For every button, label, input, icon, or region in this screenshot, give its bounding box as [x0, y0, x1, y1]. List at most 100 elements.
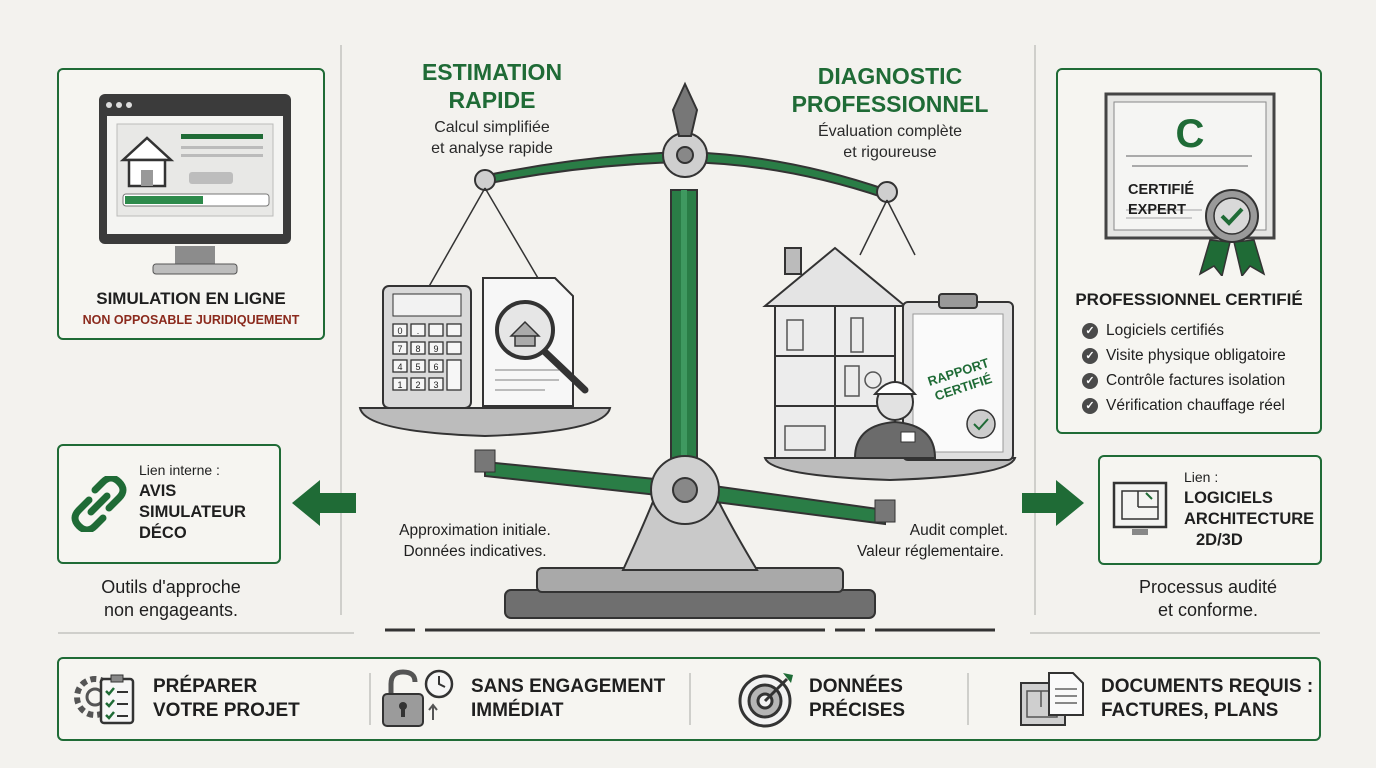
calc-key-4: 4 — [397, 362, 402, 372]
certificate-icon — [1104, 92, 1276, 276]
left-caption-line2: non engageants. — [103, 600, 239, 620]
architecture-link-target[interactable]: LOGICIELS ARCHITECTURE 2D/3D — [1184, 488, 1314, 551]
simulation-title: SIMULATION EN LIGNE — [96, 289, 286, 308]
internal-link-card[interactable]: Lien interne : AVIS SIMULATEUR DÉCO — [57, 444, 281, 564]
checklist-item: ✓ Vérification chauffage réel — [1082, 393, 1286, 418]
calc-key-0: 0 — [397, 326, 402, 336]
checklist-item-label: Vérification chauffage réel — [1106, 396, 1285, 414]
calc-key-5: 5 — [415, 362, 420, 372]
calc-key-2: 2 — [415, 380, 420, 390]
left-caption: Outils d'approche non engageants. — [58, 576, 284, 622]
certified-professional-card: C CERTIFIÉ EXPERT PROFESSIONNEL CERTIFIÉ… — [1056, 68, 1322, 434]
divider-left — [340, 45, 342, 615]
bottom-item-line2: PRÉCISES — [809, 700, 906, 721]
diagnostic-note-line2: Valeur réglementaire. — [856, 543, 1004, 560]
check-icon: ✓ — [1082, 347, 1098, 364]
bottom-item-label: PRÉPARER VOTRE PROJET — [153, 675, 300, 723]
estimation-note: Approximation initiale. Données indicati… — [380, 520, 570, 562]
estimation-title-line2: RAPIDE — [448, 87, 536, 113]
chain-link-icon — [71, 476, 127, 532]
bottom-item-label: DONNÉES PRÉCISES — [809, 675, 905, 723]
bottom-item-no-commitment: SANS ENGAGEMENT IMMÉDIAT — [381, 659, 665, 739]
computer-monitor-icon — [99, 94, 291, 275]
bottom-item-label: DOCUMENTS REQUIS : FACTURES, PLANS — [1101, 675, 1313, 723]
diagnostic-title-line1: DIAGNOSTIC — [817, 63, 963, 89]
calc-key-3: 3 — [433, 380, 438, 390]
calc-key-9: 9 — [433, 344, 438, 354]
diagnostic-desc-line2: et rigoureuse — [843, 144, 937, 161]
bottom-separator — [369, 673, 371, 725]
checklist-item: ✓ Logiciels certifiés — [1082, 318, 1286, 343]
estimation-title-line1: ESTIMATION — [421, 59, 563, 85]
bottom-separator — [689, 673, 691, 725]
padlock-clock-icon — [382, 669, 454, 727]
simulation-card: SIMULATION EN LIGNE NON OPPOSABLE JURIDI… — [57, 68, 325, 340]
checklist-item: ✓ Visite physique obligatoire — [1082, 343, 1286, 368]
divider-bottom-left — [58, 632, 354, 634]
check-icon: ✓ — [1082, 397, 1098, 414]
bottom-item-label: SANS ENGAGEMENT IMMÉDIAT — [471, 675, 665, 723]
bottom-item-line1: DONNÉES — [809, 676, 903, 697]
certified-title: PROFESSIONNEL CERTIFIÉ — [1075, 290, 1303, 309]
target-icon — [738, 673, 793, 728]
bottom-item-line2: IMMÉDIAT — [471, 700, 564, 721]
right-caption-line2: et conforme. — [1157, 600, 1259, 620]
internal-link-line3: DÉCO — [139, 524, 187, 542]
bottom-item-line1: DOCUMENTS REQUIS : — [1101, 676, 1314, 697]
calc-key-dot: . — [417, 326, 420, 336]
internal-link-line1: AVIS — [139, 482, 177, 500]
internal-link-label: Lien interne : — [139, 462, 220, 478]
bottom-item-line1: SANS ENGAGEMENT — [471, 676, 666, 697]
check-icon: ✓ — [1082, 322, 1098, 339]
certificate-text-line2: EXPERT — [1128, 202, 1187, 218]
estimation-note-line1: Approximation initiale. — [399, 522, 551, 539]
calc-key-6: 6 — [433, 362, 438, 372]
simulation-disclaimer: NON OPPOSABLE JURIDIQUEMENT — [82, 313, 300, 327]
bottom-item-line2: FACTURES, PLANS — [1101, 700, 1279, 721]
gear-checklist-icon — [74, 674, 135, 725]
internal-link-line2: SIMULATEUR — [139, 503, 246, 521]
certificate-text: CERTIFIÉ EXPERT — [1128, 180, 1194, 220]
checklist-item-label: Visite physique obligatoire — [1106, 346, 1286, 364]
bottom-item-precise-data: DONNÉES PRÉCISES — [737, 659, 905, 739]
diagnostic-title-line2: PROFESSIONNEL — [791, 91, 989, 117]
bottom-separator — [967, 673, 969, 725]
balance-scale-illustration: 7 8 9 4 5 6 1 2 3 0 . RAPPORT CERTIFIÉ — [358, 81, 1017, 632]
bottom-item-prepare: PRÉPARER VOTRE PROJET — [73, 659, 300, 739]
certified-checklist: ✓ Logiciels certifiés ✓ Visite physique ob… — [1082, 318, 1286, 418]
documents-plans-icon — [1020, 672, 1084, 726]
estimation-desc-line1: Calcul simplifiée — [434, 119, 550, 136]
right-caption-line1: Processus audité — [1138, 577, 1278, 597]
certificate-letter: C — [1175, 112, 1205, 156]
architecture-link-card[interactable]: Lien : LOGICIELS ARCHITECTURE 2D/3D — [1098, 455, 1322, 565]
diagnostic-note-line1: Audit complet. — [909, 522, 1008, 539]
checklist-item-label: Logiciels certifiés — [1106, 321, 1225, 339]
arrow-right-icon — [1022, 480, 1084, 526]
bottom-item-line1: PRÉPARER — [153, 676, 258, 697]
diagnostic-desc-line1: Évaluation complète — [817, 123, 963, 140]
estimation-title: ESTIMATION RAPIDE — [392, 58, 592, 114]
left-caption-line1: Outils d'approche — [101, 577, 241, 597]
divider-right — [1034, 45, 1036, 615]
right-caption: Processus audité et conforme. — [1098, 576, 1318, 622]
bottom-item-line2: VOTRE PROJET — [153, 700, 300, 721]
calc-key-1: 1 — [397, 380, 402, 390]
estimation-note-line2: Données indicatives. — [403, 543, 547, 560]
certificate-text-line1: CERTIFIÉ — [1128, 182, 1195, 198]
bottom-item-required-documents: DOCUMENTS REQUIS : FACTURES, PLANS — [1017, 659, 1313, 739]
estimation-desc-line2: et analyse rapide — [431, 140, 553, 157]
architecture-link-label: Lien : — [1184, 469, 1219, 485]
bottom-info-bar: PRÉPARER VOTRE PROJET SANS ENGAGEMENT IM… — [57, 657, 1321, 741]
arrow-left-icon — [292, 480, 356, 526]
calc-key-7: 7 — [397, 344, 402, 354]
checklist-item-label: Contrôle factures isolation — [1106, 371, 1286, 389]
calc-key-8: 8 — [415, 344, 420, 354]
check-icon: ✓ — [1082, 372, 1098, 389]
diagnostic-title: DIAGNOSTIC PROFESSIONNEL — [770, 62, 1010, 118]
blueprint-icon — [1112, 481, 1168, 535]
diagnostic-note: Audit complet. Valeur réglementaire. — [820, 520, 1020, 562]
estimation-description: Calcul simplifiée et analyse rapide — [392, 117, 592, 159]
architecture-link-line2: ARCHITECTURE — [1184, 510, 1315, 528]
architecture-link-line3: 2D/3D — [1196, 531, 1243, 549]
internal-link-target[interactable]: AVIS SIMULATEUR DÉCO — [139, 481, 246, 544]
